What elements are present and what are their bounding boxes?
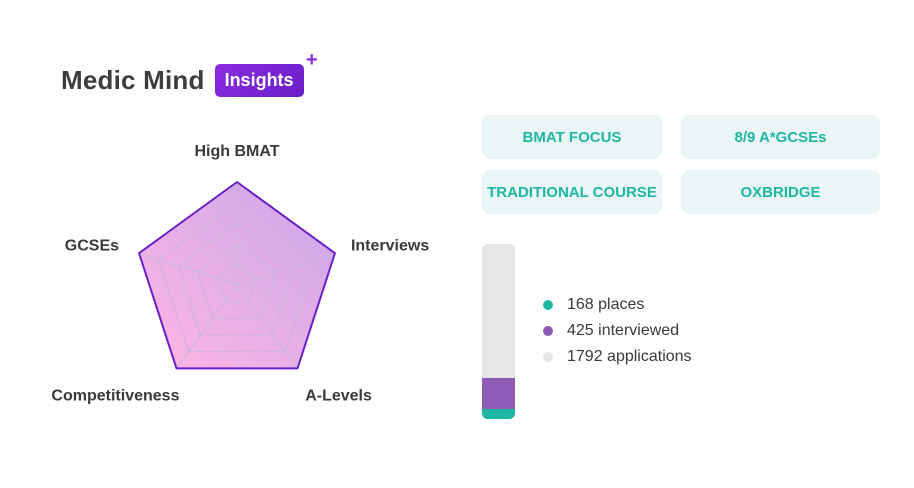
tag-label: TRADITIONAL COURSE	[487, 183, 657, 201]
radar-grid-ring	[216, 263, 258, 303]
legend-item-interviewed: 425 interviewed	[543, 318, 692, 344]
radar-grid-ring	[197, 243, 277, 319]
legend-dot-purple	[543, 326, 553, 336]
legend-dot-grey	[543, 352, 553, 362]
insights-badge: Insights +	[214, 50, 318, 97]
bar-legend: 168 places 425 interviewed 1792 applicat…	[543, 292, 692, 370]
tag-gcses: 8/9 A*GCSEs	[681, 115, 880, 159]
brand-name: Medic Mind	[61, 64, 205, 95]
legend-item-places: 168 places	[543, 292, 692, 318]
radar-spoke	[236, 284, 298, 369]
tag-label: BMAT FOCUS	[522, 128, 622, 146]
brand-header: Medic Mind Insights +	[61, 50, 318, 100]
radar-spoke	[176, 284, 238, 369]
radar-spoke	[236, 252, 336, 286]
radar-grid-ring	[177, 222, 297, 336]
plus-icon: +	[305, 48, 318, 71]
tag-traditional-course: TRADITIONAL COURSE	[482, 170, 662, 214]
legend-dot-teal	[543, 300, 553, 310]
radar-axis-label: High BMAT	[194, 143, 279, 160]
tag-bmat-focus: BMAT FOCUS	[482, 115, 662, 159]
legend-label: 168 places	[567, 296, 645, 313]
insights-badge-label: Insights	[224, 69, 294, 90]
radar-axis-label: Interviews	[351, 237, 429, 254]
admissions-stacked-bar	[482, 244, 515, 419]
tag-label: 8/9 A*GCSEs	[734, 128, 827, 146]
radar-axis-label: Competitiveness	[51, 388, 179, 405]
radar-spoke	[138, 252, 238, 286]
bar-segment-places	[482, 409, 515, 419]
tag-label: OXBRIDGE	[740, 183, 821, 201]
legend-item-applications: 1792 applications	[543, 344, 692, 370]
radar-axis-label: A-Levels	[305, 388, 372, 405]
legend-label: 425 interviewed	[567, 322, 680, 339]
tag-oxbridge: OXBRIDGE	[681, 170, 880, 214]
radar-data-outline	[138, 181, 336, 370]
radar-axis-label: GCSEs	[65, 237, 119, 254]
radar-grid-ring	[158, 201, 316, 353]
legend-label: 1792 applications	[567, 348, 692, 365]
